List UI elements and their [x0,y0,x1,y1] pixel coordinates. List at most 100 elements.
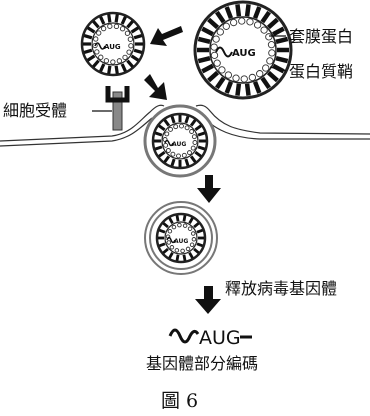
cell-receptor [105,86,130,131]
envelope-spike [86,54,96,62]
envelope-spike [86,26,96,34]
arrow-down-endocytosis [197,175,221,203]
envelope-spike [163,155,171,163]
envelope-spike [182,215,187,222]
envelope-spikes-endosome [158,215,204,261]
envelope-spike [194,124,202,132]
envelope-spike [252,80,262,94]
sheath-protein-bead [253,21,262,29]
envelope-spike [244,83,251,96]
sheath-protein-bead [184,125,190,131]
envelope-spike [99,63,106,72]
sheath-protein-bead [96,30,102,36]
envelope-spike [260,10,271,24]
envelope-spike [197,55,211,64]
envelope-spike [224,6,234,20]
sheath-protein-bead [107,23,113,29]
envelope-spike [188,217,194,224]
endosome: AUG [144,201,218,275]
envelope-spike [184,158,190,167]
sheath-protein-bead [187,226,193,231]
envelope-spike [158,124,166,132]
sheath-protein-bead [164,131,170,137]
envelope-spike [275,36,289,45]
envelope-spike [224,80,234,94]
envelope-spike [130,26,140,34]
sheath-protein-bead [169,245,175,250]
envelope-spike [163,119,171,127]
envelope-spike [193,222,200,229]
envelope-spike [252,6,262,20]
sheath-protein-bead [268,49,276,57]
sheath-protein-bead [113,23,120,29]
envelope-spike [158,150,166,158]
sheath-protein-bead [176,153,181,159]
sheath-protein-bead [171,224,177,230]
envelope-spike [260,76,271,90]
label-envelope-protein: 套膜蛋白 [289,27,353,46]
envelope-spike [194,150,202,158]
envelope-spike [215,76,226,90]
label-genome-part: 基因體部分編碼 [146,354,258,373]
sheath-protein-bead [126,49,132,55]
envelope-spike [189,155,197,163]
sheath-protein-bead [191,237,197,242]
sheath-protein-bead [232,74,240,82]
sheath-protein-bead [100,25,107,32]
rna-codon-entering: AUG [172,141,186,148]
envelope-spike [197,145,206,151]
sheath-protein-bead [166,240,172,245]
envelope-spike [154,131,163,137]
envelope-spikes-large [197,4,289,96]
envelope-spike [196,228,204,234]
arrow-down-release [195,286,221,314]
envelope-spike [107,14,112,23]
envelope-spike [126,59,134,68]
envelope-spike [201,26,214,37]
sheath-protein-bead [119,26,126,32]
sheath-protein-bead [103,58,110,64]
sheath-protein-bead [240,75,248,83]
rna-codon-small: AUG [104,43,121,51]
sheath-protein-bead [116,58,123,64]
envelope-spike [272,26,285,37]
sheath-protein-bead [222,22,230,30]
protein-sheath-entering [162,123,198,159]
envelope-spike [201,63,214,74]
sheath-protein-bead [124,30,131,36]
sheath-protein-bead [267,40,276,49]
sheath-protein-bead [98,54,104,60]
envelope-spike [266,17,279,30]
protein-sheath-large [210,17,276,83]
sheath-protein-bead [246,18,254,26]
envelope-spike [158,228,166,234]
envelope-spike [107,65,112,74]
envelope-spike [193,247,200,254]
sheath-protein-bead [177,222,182,228]
sheath-protein-bead [163,142,169,148]
envelope-spike [170,158,176,167]
envelope-spike [120,63,127,72]
envelope-spike [83,34,93,40]
sheath-protein-bead [187,150,192,156]
sheath-protein-bead [210,51,219,60]
envelope-spike [207,17,220,30]
arrow-to-membrane [144,74,167,100]
envelope-spikes-entering [154,115,206,167]
sheath-protein-bead [127,36,133,42]
virus-entering: AUG [143,104,217,178]
sheath-protein-bead [192,140,198,145]
sheath-protein-bead [173,124,179,130]
sheath-protein-bead [170,151,176,157]
label-release-genome: 釋放病毒基因體 [225,279,337,298]
envelope-spike [92,59,100,68]
envelope-spike [188,252,194,259]
envelope-spike [162,222,169,229]
sheath-protein-bead [181,152,187,158]
figure-caption: 圖 6 [161,390,198,412]
envelope-spike [130,54,140,62]
envelope-spike [235,83,242,96]
virus-large: AUG [193,0,293,100]
envelope-spike [99,16,106,25]
